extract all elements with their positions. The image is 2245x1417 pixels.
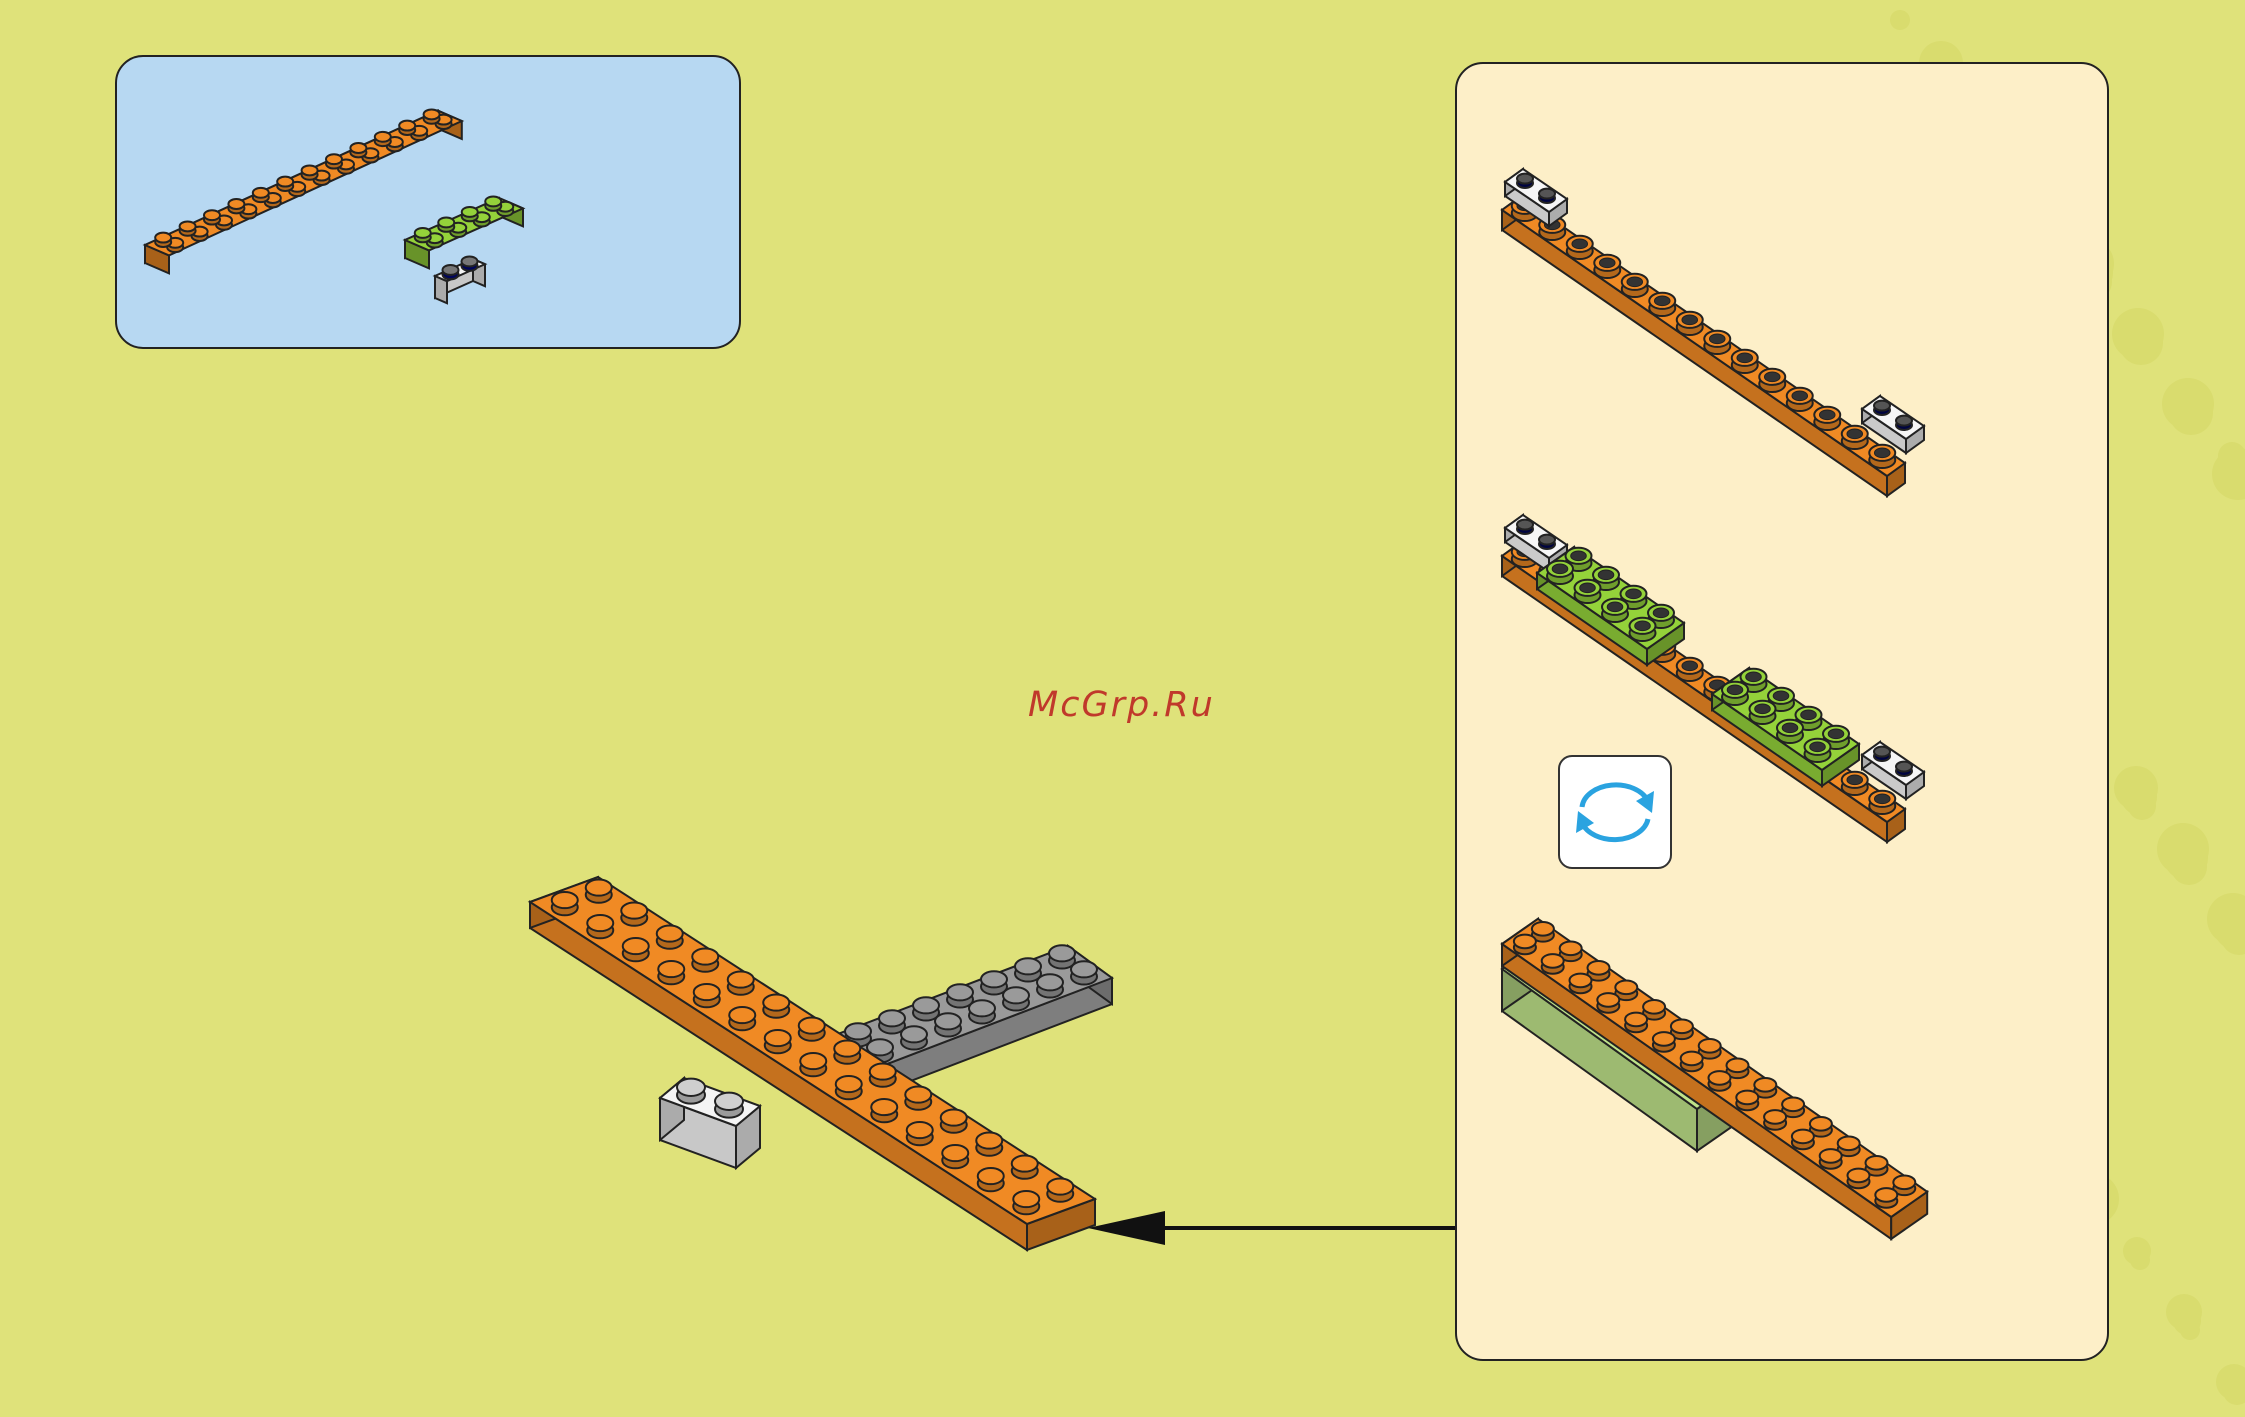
orange-plate-assembly [530, 877, 1095, 1250]
arrow-pointer [1088, 1211, 1455, 1245]
white-plate [660, 1078, 760, 1168]
